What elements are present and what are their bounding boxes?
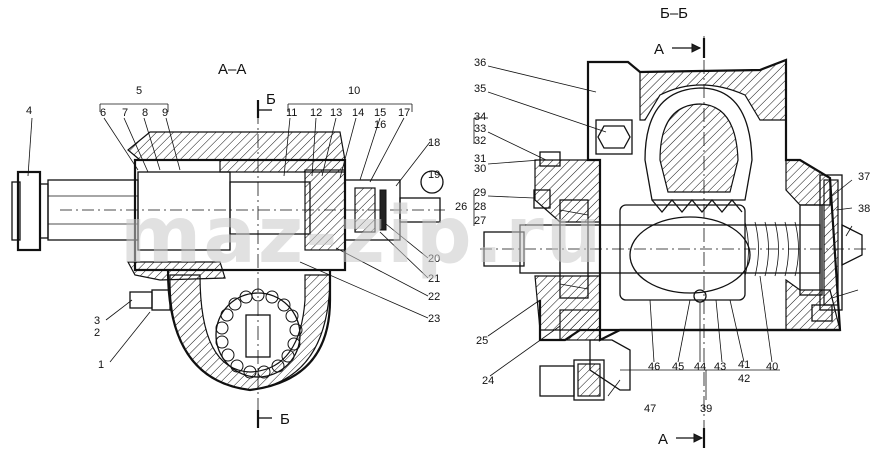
- right-callout-41: 41: [738, 359, 750, 371]
- right-leaders: [473, 65, 859, 400]
- section-a-a: [11, 100, 445, 428]
- right-callout-44: 44: [694, 361, 706, 373]
- left-leaders: [27, 103, 431, 363]
- right-callout-45: 45: [672, 361, 684, 373]
- right-callout-42: 42: [738, 373, 750, 385]
- cut-label-a-top: А: [654, 41, 664, 58]
- right-callout-27: 27: [474, 215, 486, 227]
- right-callout-47: 47: [644, 403, 656, 415]
- right-callout-26: 26: [455, 201, 467, 213]
- right-callout-31: 31: [474, 153, 486, 165]
- left-callout-1: 1: [98, 359, 104, 371]
- left-callout-2: 2: [94, 327, 100, 339]
- left-callout-16: 16: [374, 119, 386, 131]
- left-callout-22: 22: [428, 291, 440, 303]
- cut-label-b-bottom: Б: [280, 411, 290, 428]
- left-callout-10: 10: [348, 85, 360, 97]
- right-callout-33: 33: [474, 123, 486, 135]
- left-callout-8: 8: [142, 107, 148, 119]
- right-callout-24: 24: [482, 375, 494, 387]
- left-callout-14: 14: [352, 107, 364, 119]
- left-callout-15: 15: [374, 107, 386, 119]
- right-callout-35: 35: [474, 83, 486, 95]
- right-callout-25: 25: [476, 335, 488, 347]
- section-b-b: [480, 36, 870, 448]
- left-callout-18: 18: [428, 137, 440, 149]
- left-callout-19: 19: [428, 169, 440, 181]
- cut-label-b-top: Б: [266, 91, 276, 108]
- left-callout-4: 4: [26, 105, 32, 117]
- left-callout-12: 12: [310, 107, 322, 119]
- right-callout-30: 30: [474, 163, 486, 175]
- right-callout-28: 28: [474, 201, 486, 213]
- watermark-text: maz-zip.ru: [120, 191, 603, 281]
- left-callout-17: 17: [398, 107, 410, 119]
- right-callout-43: 43: [714, 361, 726, 373]
- left-callout-21: 21: [428, 273, 440, 285]
- left-callout-5: 5: [136, 85, 142, 97]
- flange-part: [16, 170, 42, 252]
- cut-label-a-bottom: А: [658, 431, 668, 448]
- right-callout-37: 37: [858, 171, 870, 183]
- right-callout-46: 46: [648, 361, 660, 373]
- left-callout-7: 7: [122, 107, 128, 119]
- section-title-b-b: Б–Б: [660, 5, 688, 22]
- right-callout-39: 39: [700, 403, 712, 415]
- right-callout-29: 29: [474, 187, 486, 199]
- right-callout-36: 36: [474, 57, 486, 69]
- right-callout-38: 38: [858, 203, 870, 215]
- left-callout-23: 23: [428, 313, 440, 325]
- left-callout-13: 13: [330, 107, 342, 119]
- left-callout-11: 11: [286, 107, 297, 119]
- right-callout-34: 34: [474, 111, 486, 123]
- right-callout-40: 40: [766, 361, 778, 373]
- left-callout-9: 9: [162, 107, 168, 119]
- left-callout-6: 6: [100, 107, 106, 119]
- left-callout-20: 20: [428, 253, 440, 265]
- section-title-a-a: А–А: [218, 61, 246, 78]
- right-callout-32: 32: [474, 135, 486, 147]
- left-callout-3: 3: [94, 315, 100, 327]
